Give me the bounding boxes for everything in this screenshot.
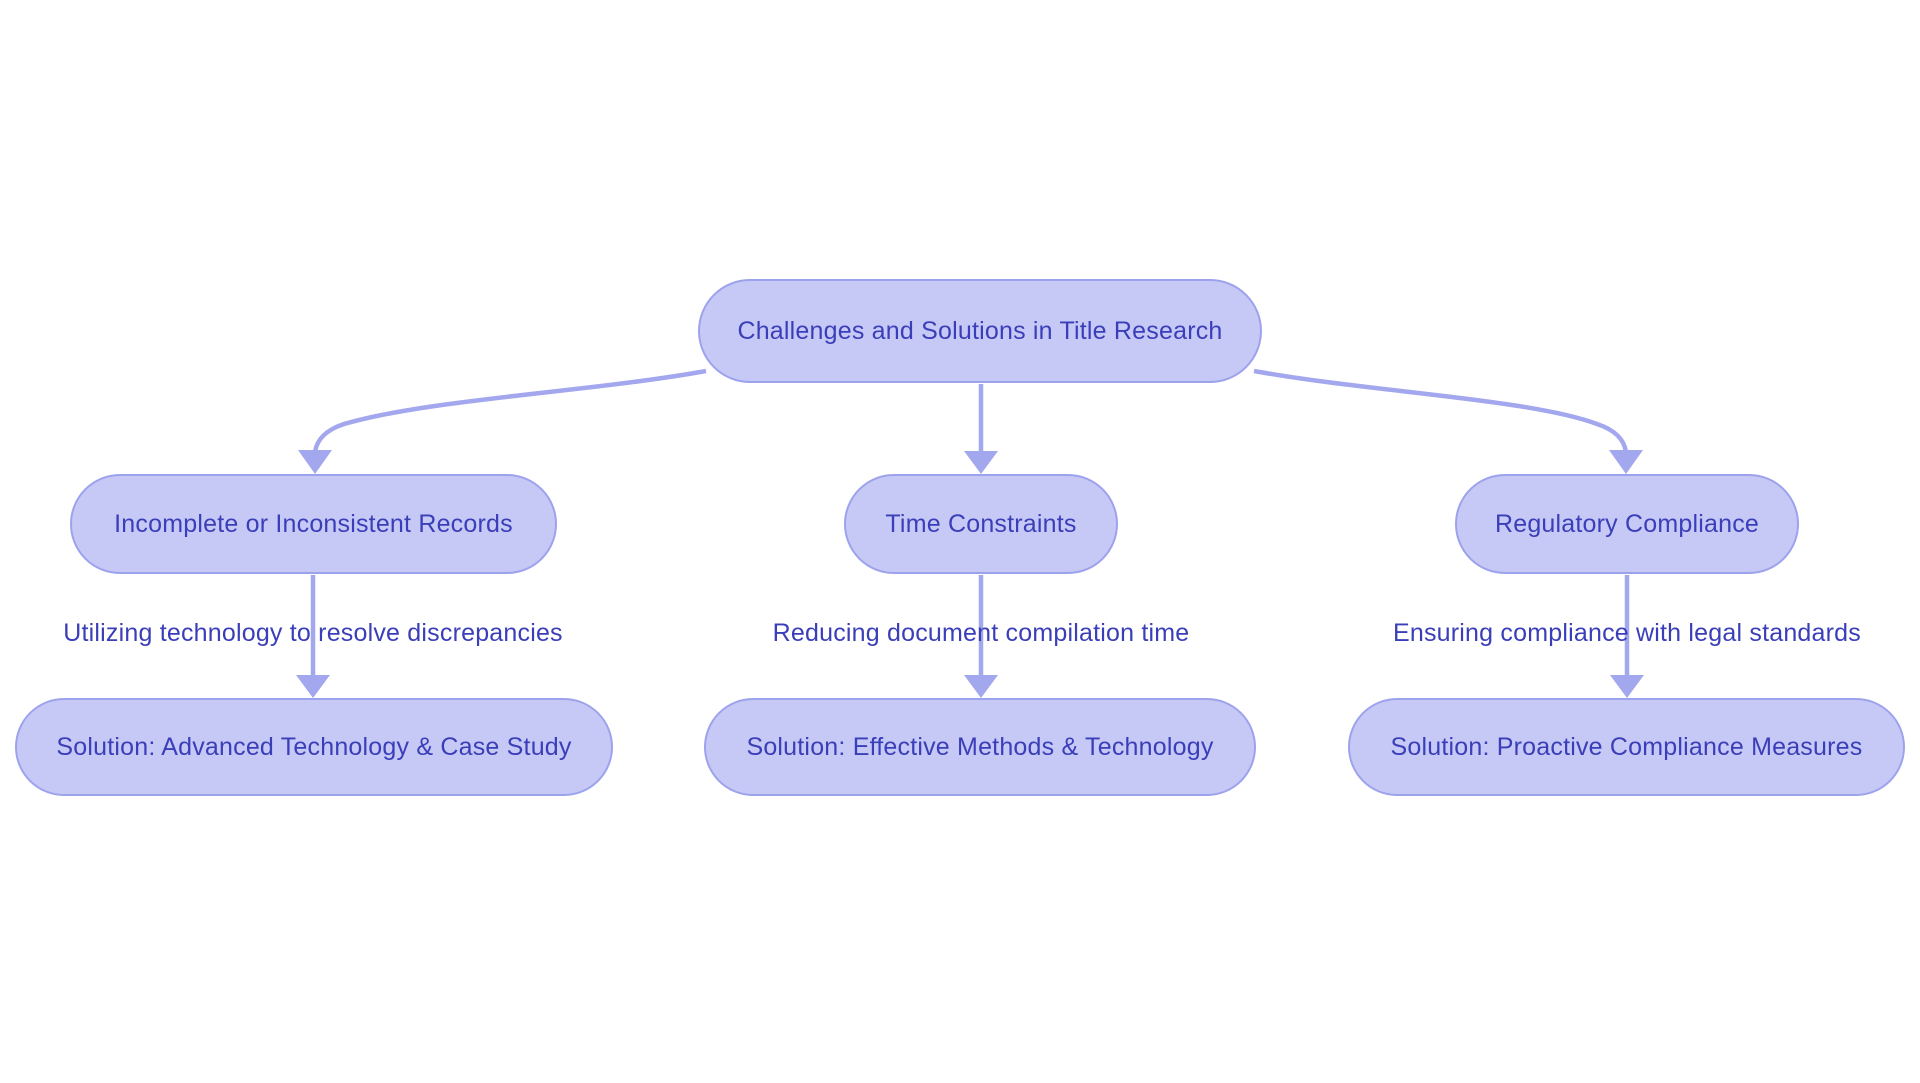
arrowhead-icon <box>298 450 332 474</box>
node-root-challenges-and-solutions: Challenges and Solutions in Title Resear… <box>698 279 1262 383</box>
node-solution-proactive-compliance: Solution: Proactive Compliance Measures <box>1348 698 1905 796</box>
node-challenge-label: Regulatory Compliance <box>1494 509 1760 538</box>
edge-label-ensuring-compliance: Ensuring compliance with legal standards <box>1393 619 1861 647</box>
edge-label-utilizing-technology: Utilizing technology to resolve discrepa… <box>63 619 563 647</box>
node-solution-label: Solution: Proactive Compliance Measures <box>1390 732 1863 761</box>
node-root-label: Challenges and Solutions in Title Resear… <box>737 316 1223 345</box>
node-challenge-regulatory-compliance: Regulatory Compliance <box>1455 474 1799 574</box>
node-solution-label: Solution: Advanced Technology & Case Stu… <box>56 732 572 761</box>
node-challenge-label: Incomplete or Inconsistent Records <box>114 509 513 538</box>
arrowhead-icon <box>296 675 330 698</box>
edge-label-reducing-document-time: Reducing document compilation time <box>772 619 1190 647</box>
arrowhead-icon <box>1610 675 1644 698</box>
arrowhead-icon <box>964 675 998 698</box>
edge-root-to-challenge-0 <box>312 368 707 453</box>
node-solution-advanced-technology: Solution: Advanced Technology & Case Stu… <box>15 698 613 796</box>
arrowhead-icon <box>1609 450 1643 474</box>
node-challenge-label: Time Constraints <box>885 509 1077 538</box>
node-solution-effective-methods: Solution: Effective Methods & Technology <box>704 698 1256 796</box>
node-solution-label: Solution: Effective Methods & Technology <box>746 732 1214 761</box>
node-challenge-incomplete-records: Incomplete or Inconsistent Records <box>70 474 557 574</box>
arrowhead-icon <box>964 451 998 474</box>
edge-root-to-challenge-2 <box>1253 368 1629 453</box>
node-challenge-time-constraints: Time Constraints <box>844 474 1118 574</box>
